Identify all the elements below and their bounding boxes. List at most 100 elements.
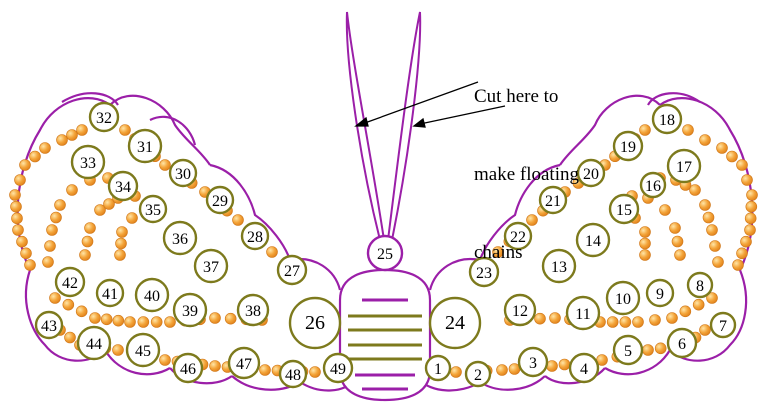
ring-label: 47: [236, 356, 252, 373]
ring-21: 21: [538, 185, 568, 215]
ring-circle: [503, 293, 537, 327]
ring-circle: [70, 144, 106, 180]
ring-16: 16: [639, 171, 667, 199]
bead: [744, 212, 757, 225]
bead: [20, 247, 32, 260]
ring-circle: [639, 171, 667, 199]
bead: [84, 222, 96, 234]
ring-circle: [278, 359, 308, 389]
bead: [79, 249, 91, 261]
bead: [659, 204, 671, 216]
ring-circle: [76, 325, 112, 361]
ring-label: 38: [245, 303, 261, 320]
ring-circle: [538, 185, 568, 215]
ring-49: 49: [322, 352, 354, 384]
ring-8: 8: [686, 271, 714, 299]
bead: [654, 342, 667, 355]
ring-1: 1: [424, 354, 452, 382]
annotation-line-3: chains: [474, 242, 523, 263]
ring-41: 41: [95, 278, 125, 308]
ring-label: 1: [434, 361, 442, 378]
ring-15: 15: [608, 193, 640, 225]
bead: [639, 249, 651, 261]
bead: [736, 159, 748, 171]
bead: [666, 312, 678, 324]
bead: [736, 247, 748, 260]
ring-20: 20: [576, 158, 606, 188]
bead: [137, 316, 150, 328]
bead: [732, 259, 744, 271]
ring-circle: [612, 334, 644, 366]
bead: [699, 324, 711, 336]
ring-circle: [576, 158, 606, 188]
bead: [11, 212, 23, 225]
bead: [116, 226, 128, 238]
ring-label: 41: [102, 286, 118, 303]
ring-circle: [227, 346, 261, 380]
ring-label: 45: [135, 343, 151, 360]
ring-label: 29: [212, 193, 228, 210]
ring-27: 27: [276, 254, 308, 286]
bead: [209, 312, 221, 324]
ring-label: 17: [676, 159, 692, 176]
ring-29: 29: [205, 185, 235, 215]
bead: [639, 124, 651, 136]
bead: [259, 364, 271, 376]
ring-label: 36: [172, 231, 188, 248]
bead: [692, 298, 705, 311]
ring-label: 26: [305, 312, 325, 334]
ring-label: 33: [80, 155, 96, 172]
bead: [62, 298, 75, 311]
ring-42: 42: [54, 266, 86, 298]
bead: [450, 366, 462, 378]
ring-circle: [565, 295, 601, 331]
ring-circle: [54, 266, 86, 298]
bead: [639, 237, 651, 250]
ring-circle: [134, 277, 170, 313]
bead: [740, 235, 752, 248]
bead: [124, 316, 136, 328]
bead: [745, 200, 758, 213]
bead: [159, 354, 171, 366]
ring-label: 49: [330, 361, 346, 378]
ring-label: 11: [575, 306, 590, 323]
ring-label: 22: [510, 229, 526, 246]
ring-circle: [236, 293, 270, 327]
ring-label: 35: [145, 202, 161, 219]
bead: [94, 204, 106, 216]
bead: [10, 200, 22, 213]
bead: [699, 134, 711, 146]
ring-label: 37: [203, 259, 219, 276]
ring-circle: [424, 354, 452, 382]
annotation-text: Cut here to make floating chains: [474, 32, 579, 292]
ring-label: 8: [696, 278, 704, 295]
ring-label: 46: [180, 361, 196, 378]
ring-circle: [612, 130, 644, 162]
ring-label: 48: [285, 367, 301, 384]
ring-31: 31: [127, 128, 163, 164]
ring-26: 26: [288, 296, 342, 350]
ring-circle: [288, 296, 342, 350]
bead: [639, 226, 651, 238]
ring-19: 19: [612, 130, 644, 162]
ring-circle: [240, 221, 270, 251]
bead: [50, 211, 62, 224]
bead: [671, 235, 684, 248]
ring-label: 30: [175, 166, 191, 183]
bead: [29, 150, 41, 163]
ring-14: 14: [575, 222, 611, 258]
ring-44: 44: [76, 325, 112, 361]
bead: [9, 189, 21, 201]
ring-46: 46: [172, 352, 204, 384]
ring-label: 40: [144, 288, 160, 305]
bead: [492, 246, 504, 258]
bead: [642, 344, 654, 356]
ring-2: 2: [464, 360, 492, 388]
bead: [709, 240, 721, 252]
ring-12: 12: [503, 293, 537, 327]
bead: [702, 211, 715, 224]
bead: [100, 313, 113, 326]
bead: [112, 344, 124, 356]
bead: [632, 316, 644, 328]
